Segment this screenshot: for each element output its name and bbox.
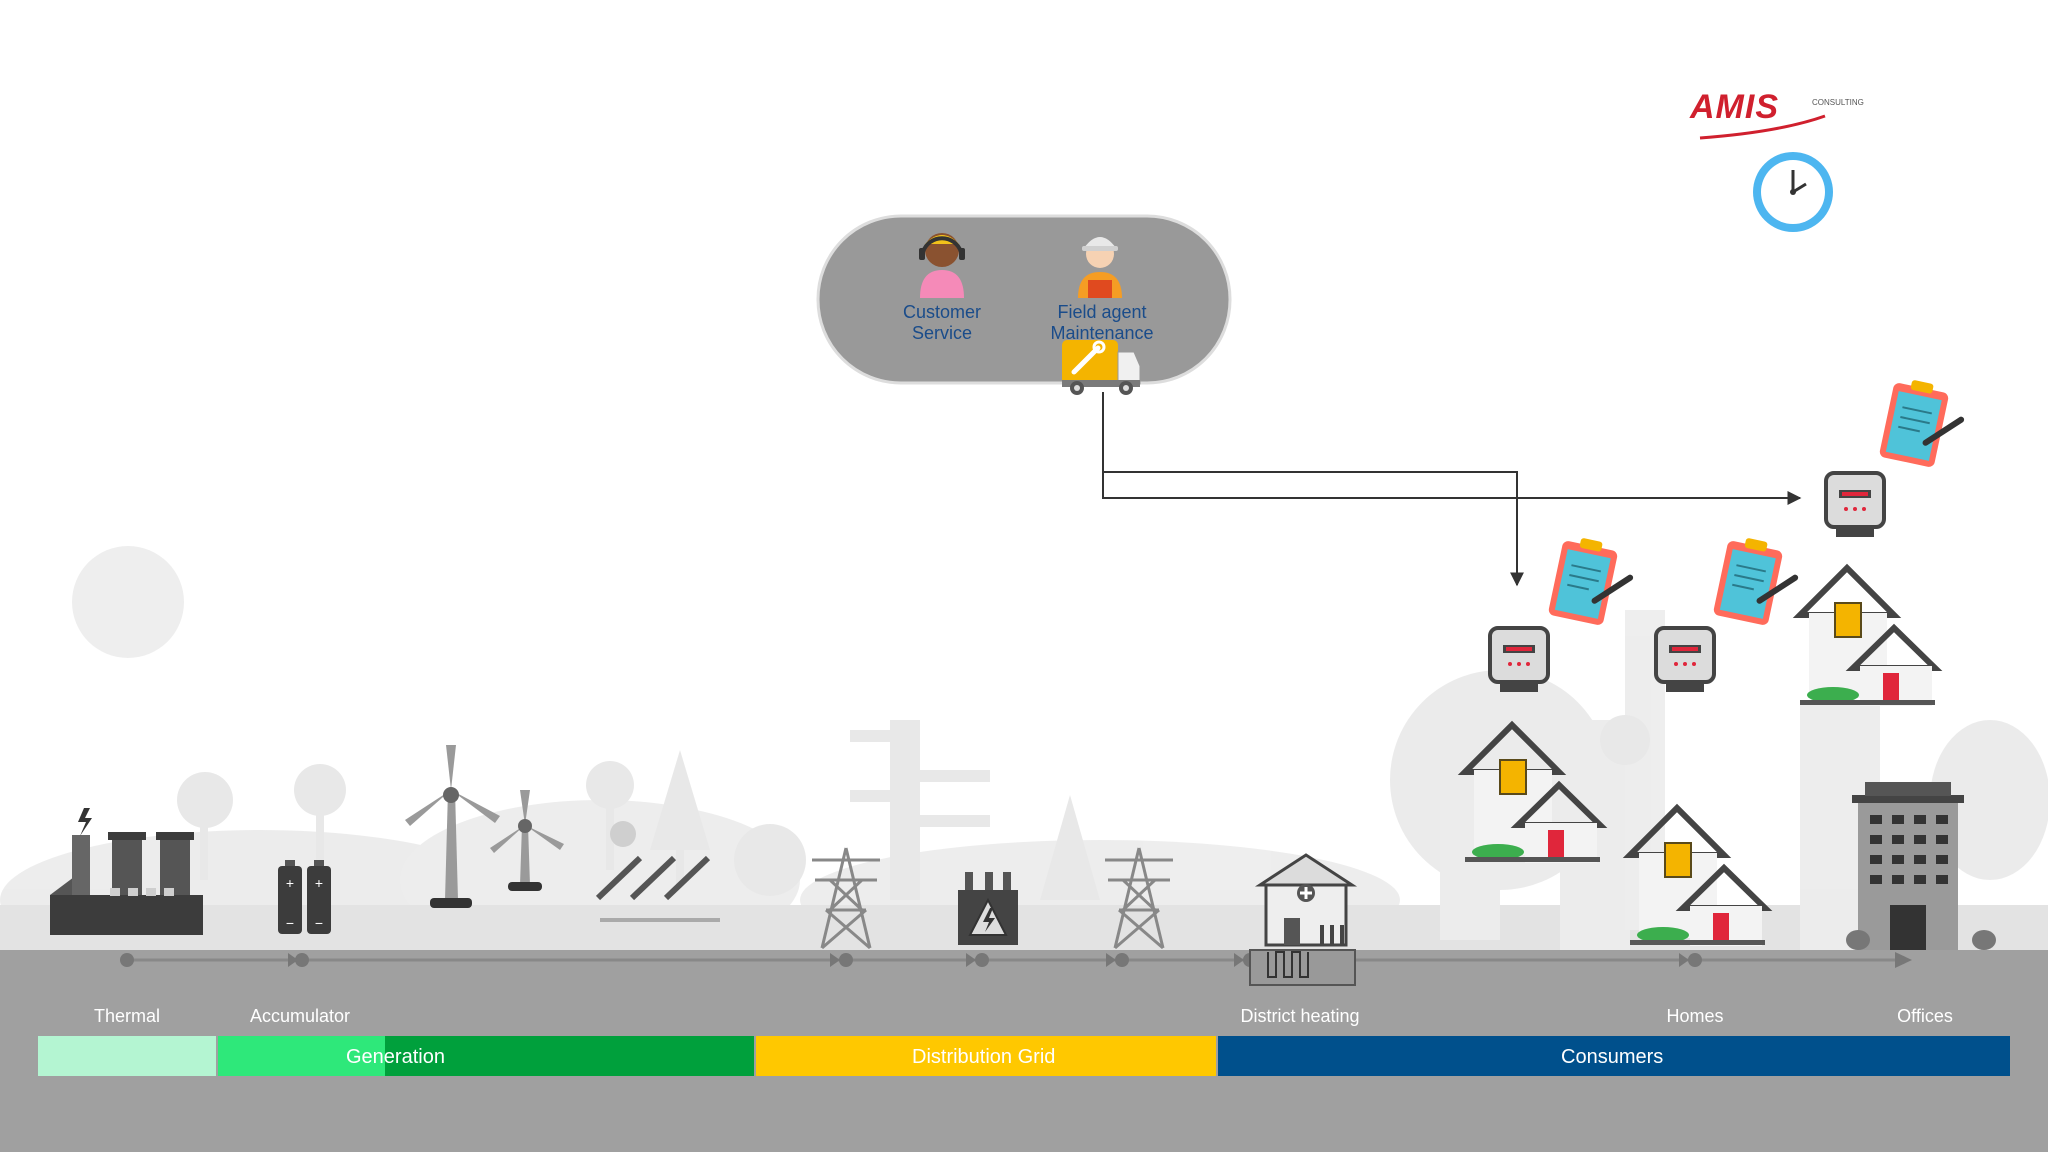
- customer-service-label: Customer Service: [902, 302, 982, 343]
- field-agent-icon: [1078, 237, 1122, 298]
- distribution-grid-band: [756, 1036, 1216, 1076]
- generation-section-label: Generation: [346, 1046, 445, 1068]
- smart-meter-icon: [1824, 471, 1886, 537]
- smart-meter-icon: [1654, 626, 1716, 692]
- operations-panel: [816, 214, 1232, 385]
- svg-text:+: +: [315, 875, 323, 891]
- solar-panel-icon: [595, 821, 720, 922]
- house-icon: [1622, 803, 1773, 946]
- house-icon: [1792, 563, 1943, 706]
- pylon-icon: [812, 847, 1173, 950]
- clock-icon: [1753, 152, 1833, 232]
- distribution-grid-section-label: Distribution Grid: [912, 1046, 1056, 1068]
- service-truck-icon: [1062, 340, 1141, 395]
- transformer-icon: [958, 872, 1018, 945]
- consumers-section-label: Consumers: [1561, 1046, 1664, 1068]
- customer-service-agent-icon: [919, 233, 965, 298]
- dispatch-connectors: [1102, 392, 1802, 587]
- thermal-label: Thermal: [93, 1006, 160, 1026]
- generation-band: [385, 1036, 754, 1076]
- offices-label: Offices: [1897, 1006, 1953, 1026]
- brand-logo: AMIS: [1690, 88, 1779, 126]
- svg-text:−: −: [286, 915, 294, 931]
- homes-label: Homes: [1666, 1006, 1724, 1026]
- office-building-icon: [1846, 782, 1996, 950]
- svg-text:+: +: [286, 875, 294, 891]
- district-heating-icon: [1249, 853, 1358, 986]
- timeline: [120, 952, 1912, 968]
- house-icon: [1457, 720, 1608, 863]
- field-agent-label: Field agent Maintenance: [1050, 302, 1154, 343]
- smart-meter-icon: [1488, 626, 1550, 692]
- logo-swoosh: [1699, 114, 1826, 140]
- power-plant-icon: [50, 808, 203, 935]
- accumulator-band: [218, 1036, 385, 1076]
- accumulator-label: Accumulator: [249, 1006, 351, 1026]
- svg-text:−: −: [315, 915, 323, 931]
- battery-icon: + + − −: [278, 860, 331, 934]
- clipboard-icon: [1713, 538, 1799, 625]
- wind-turbine-icon: [405, 745, 564, 908]
- clipboard-icon: [1548, 538, 1634, 625]
- thermal-band: [38, 1036, 216, 1076]
- consumers-band: [1218, 1036, 2010, 1076]
- clipboard-icon: [1879, 380, 1965, 467]
- brand-logo-subtext: CONSULTING: [1812, 98, 1864, 107]
- district-heating-label: District heating: [1240, 1006, 1360, 1026]
